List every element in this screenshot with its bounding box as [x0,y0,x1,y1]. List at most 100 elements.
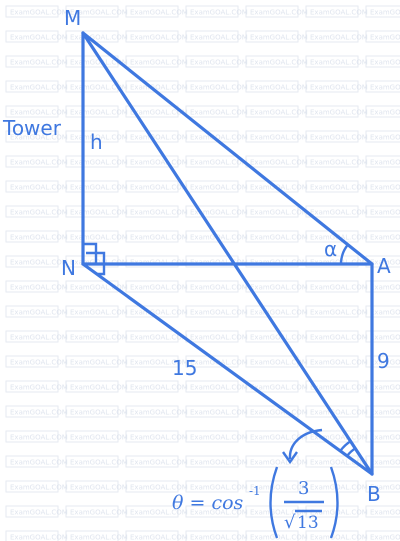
angle-theta-arc-inner [346,446,357,457]
watermark-tile [245,30,299,43]
watermark-text: ExamGOAL.COM [130,34,188,42]
formula-denominator: 13 [297,513,319,533]
watermark-text: ExamGOAL.COM [10,359,68,367]
watermark-text: ExamGOAL.COM [190,534,248,541]
watermark-tile [365,480,400,493]
watermark-tile [185,80,239,93]
watermark-tile [305,5,359,18]
watermark-text: ExamGOAL.COM [70,84,128,92]
watermark-tile [65,205,119,218]
watermark-text: ExamGOAL.COM [130,284,188,292]
watermark-tile [65,155,119,168]
watermark-text: ExamGOAL.COM [190,9,248,17]
watermark-tile [365,155,400,168]
watermark-tile [245,130,299,143]
watermark-tile [185,155,239,168]
watermark-text: ExamGOAL.COM [130,9,188,17]
watermark-tile [245,255,299,268]
length-nb-label: 15 [172,356,197,380]
watermark-text: ExamGOAL.COM [370,209,400,217]
watermark-tile [125,505,179,518]
watermark-text: ExamGOAL.COM [250,59,308,67]
theta-pointer-arrow [288,428,323,460]
watermark-text: ExamGOAL.COM [70,9,128,17]
watermark-text: ExamGOAL.COM [310,484,368,492]
watermark-text: ExamGOAL.COM [310,184,368,192]
watermark-tile [5,5,59,18]
watermark-text: ExamGOAL.COM [10,434,68,442]
watermark-tile [125,480,179,493]
watermark-tile [5,505,59,518]
watermark-tile [5,155,59,168]
watermark-text: ExamGOAL.COM [70,184,128,192]
watermark-text: ExamGOAL.COM [130,234,188,242]
watermark-text: ExamGOAL.COM [310,109,368,117]
watermark-text: ExamGOAL.COM [190,109,248,117]
watermark-tile [185,180,239,193]
watermark-tile [305,430,359,443]
watermark-tile [305,355,359,368]
watermark-text: ExamGOAL.COM [310,59,368,67]
watermark-tile [305,130,359,143]
watermark-tile [245,330,299,343]
watermark-tile [5,355,59,368]
watermark-text: ExamGOAL.COM [130,434,188,442]
watermark-text: ExamGOAL.COM [70,484,128,492]
watermark-text: ExamGOAL.COM [370,459,400,467]
watermark-tile [305,30,359,43]
watermark-text: ExamGOAL.COM [310,159,368,167]
watermark-text: ExamGOAL.COM [370,359,400,367]
watermark-text: ExamGOAL.COM [250,34,308,42]
watermark-text: ExamGOAL.COM [190,284,248,292]
watermark-text: ExamGOAL.COM [250,534,308,541]
watermark-text: ExamGOAL.COM [250,184,308,192]
watermark-text: ExamGOAL.COM [190,434,248,442]
watermark-tile [5,55,59,68]
watermark-tile [365,505,400,518]
watermark-text: ExamGOAL.COM [310,384,368,392]
watermark-tile [305,105,359,118]
watermark-tile [5,405,59,418]
watermark-tile [125,205,179,218]
angle-theta-arc-outer [339,439,353,452]
watermark-tile [245,280,299,293]
watermark-text: ExamGOAL.COM [10,459,68,467]
vertex-label-n: N [61,256,76,280]
watermark-tile [185,205,239,218]
watermark-text: ExamGOAL.COM [130,184,188,192]
watermark-text: ExamGOAL.COM [250,159,308,167]
watermark-text: ExamGOAL.COM [10,134,68,142]
watermark-text: ExamGOAL.COM [310,9,368,17]
watermark-text: ExamGOAL.COM [370,109,400,117]
theta-pointer-arrowhead [282,451,298,465]
watermark-tile [305,530,359,541]
watermark-text: ExamGOAL.COM [190,459,248,467]
watermark-tile [5,80,59,93]
watermark-text: ExamGOAL.COM [250,459,308,467]
watermark-tile [185,480,239,493]
watermark-tile [365,380,400,393]
watermark-text: ExamGOAL.COM [370,484,400,492]
watermark-text: ExamGOAL.COM [130,159,188,167]
watermark-tile [65,330,119,343]
watermark-tile [305,305,359,318]
watermark-text: ExamGOAL.COM [370,34,400,42]
right-angle-mark-mn [83,242,98,264]
watermark-tile [5,330,59,343]
watermark-tile [5,205,59,218]
watermark-text: ExamGOAL.COM [190,309,248,317]
watermark-text: ExamGOAL.COM [310,209,368,217]
watermark-text: ExamGOAL.COM [130,209,188,217]
watermark-tile [245,180,299,193]
watermark-text: ExamGOAL.COM [190,59,248,67]
watermark-tile [5,180,59,193]
watermark-tile [5,455,59,468]
watermark-text: ExamGOAL.COM [70,109,128,117]
watermark-text: ExamGOAL.COM [250,384,308,392]
watermark-tile [365,180,400,193]
watermark-text: ExamGOAL.COM [190,84,248,92]
watermark-tile [305,480,359,493]
watermark-text: ExamGOAL.COM [70,384,128,392]
watermark-text: ExamGOAL.COM [250,334,308,342]
watermark-tile [125,130,179,143]
